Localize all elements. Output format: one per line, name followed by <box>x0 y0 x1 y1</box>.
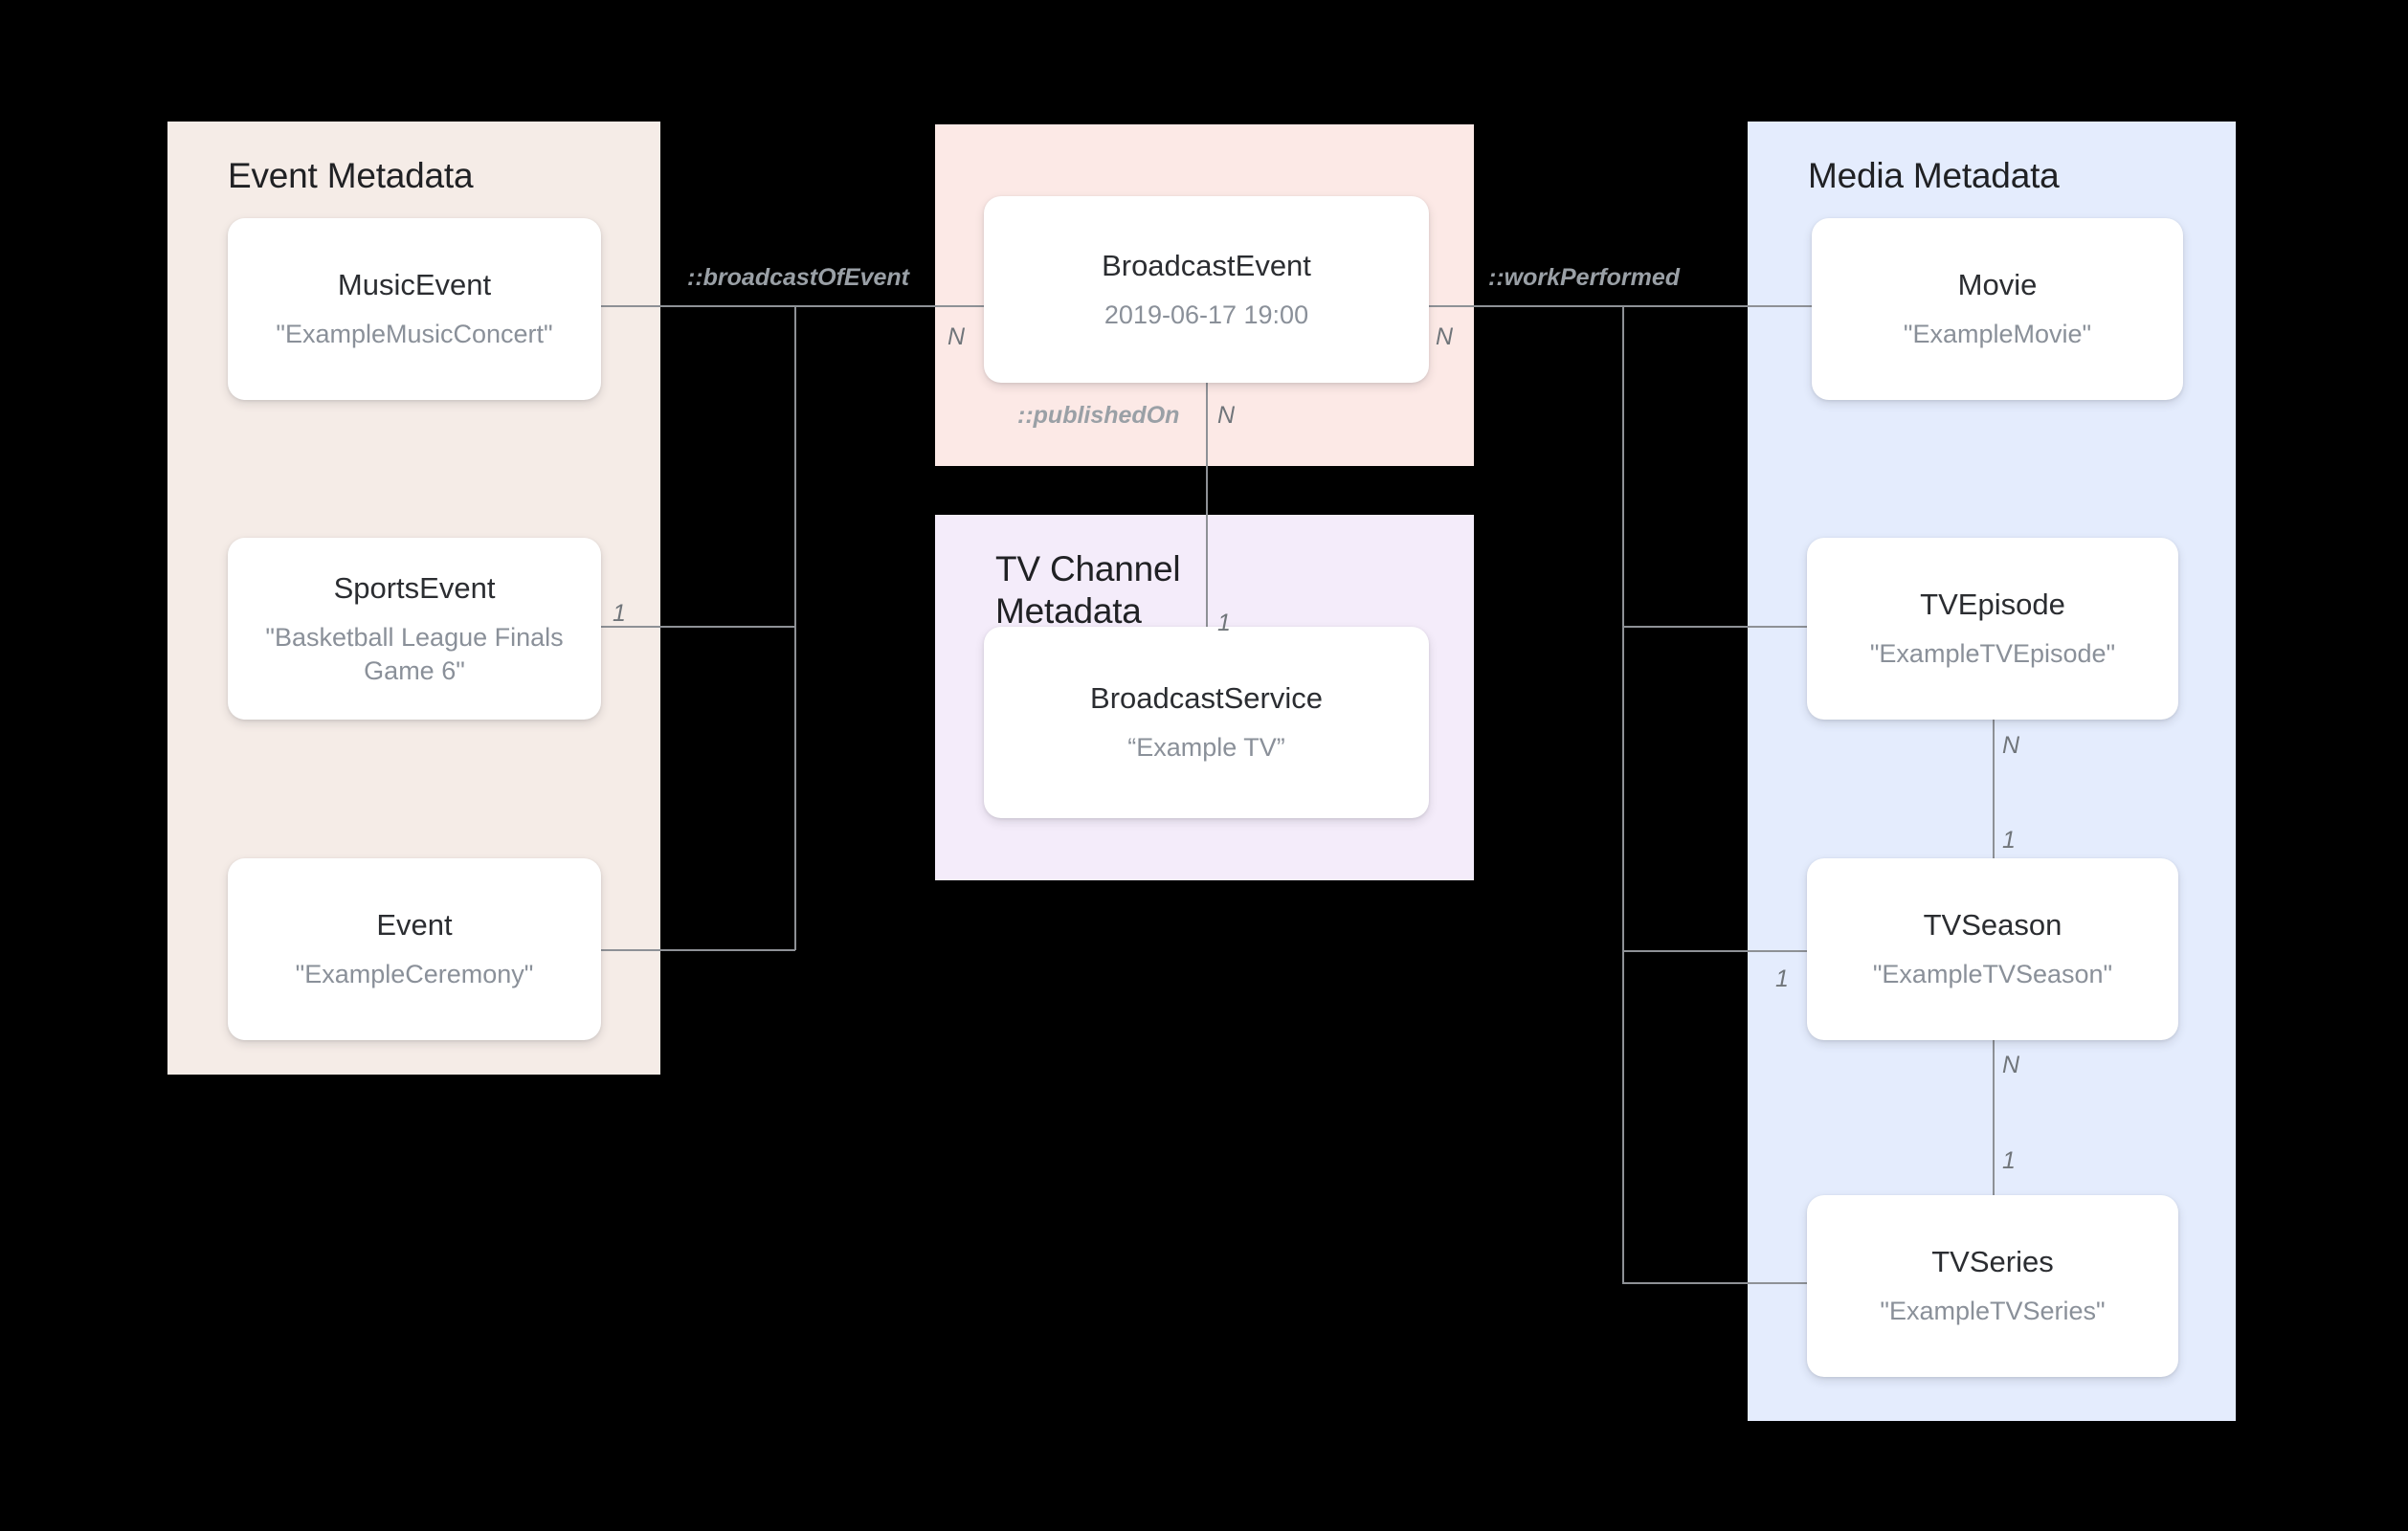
card-value-broadcast-event: 2019-06-17 19:00 <box>1104 300 1309 329</box>
cardinality-label-card-published-on: N <box>1217 402 1236 429</box>
relationship-label-work-performed: ::workPerformed <box>1488 264 1681 291</box>
card-value-music-event: "ExampleMusicConcert" <box>276 320 553 349</box>
card-value-tv-episode: "ExampleTVEpisode" <box>1869 639 2116 669</box>
card-tv-series[interactable]: TVSeries "ExampleTVSeries" <box>1807 1195 2178 1377</box>
connector-right-bus-vertical <box>1622 305 1624 1283</box>
card-movie[interactable]: Movie "ExampleMovie" <box>1812 218 2183 400</box>
card-tv-season[interactable]: TVSeason "ExampleTVSeason" <box>1807 858 2178 1040</box>
relationship-label-broadcast-of-event: ::broadcastOfEvent <box>687 264 909 291</box>
card-title-broadcast-service: BroadcastService <box>1090 681 1323 716</box>
card-value-sports-event: "Basketball League Finals Game 6" <box>265 623 564 685</box>
card-broadcast-event[interactable]: BroadcastEvent 2019-06-17 19:00 <box>984 196 1429 383</box>
connector-published-on-vertical <box>1206 383 1208 628</box>
cardinality-label-card-sports-event: 1 <box>613 600 626 627</box>
card-title-tv-season: TVSeason <box>1923 908 2062 943</box>
connector-event-to-bus <box>601 949 795 951</box>
card-title-tv-series: TVSeries <box>1931 1245 2054 1279</box>
relationship-label-published-on: ::publishedOn <box>1017 402 1180 429</box>
card-value-event: "ExampleCeremony" <box>295 960 534 989</box>
panel-title-event-metadata: Event Metadata <box>228 156 474 195</box>
connector-right-bus-to-season <box>1622 950 1810 952</box>
connector-episode-to-season <box>1993 720 1995 859</box>
card-tv-episode[interactable]: TVEpisode "ExampleTVEpisode" <box>1807 538 2178 720</box>
card-value-broadcast-service: “Example TV” <box>1127 733 1285 763</box>
card-title-broadcast-event: BroadcastEvent <box>1102 248 1311 282</box>
card-music-event[interactable]: MusicEvent "ExampleMusicConcert" <box>228 218 601 400</box>
cardinality-label-card-season-series-1: 1 <box>2002 1147 2016 1174</box>
connector-broadcast-to-right-bus <box>1429 305 1624 307</box>
card-sports-event[interactable]: SportsEvent "Basketball League Finals Gam… <box>228 538 601 720</box>
cardinality-label-card-episode-season-n: N <box>2002 732 2020 759</box>
cardinality-label-card-season-left: 1 <box>1775 965 1789 992</box>
connector-right-bus-to-movie <box>1622 305 1814 307</box>
connector-music-event-to-bus <box>601 305 795 307</box>
cardinality-label-card-episode-season-1: 1 <box>2002 827 2016 854</box>
card-value-tv-series: "ExampleTVSeries" <box>1880 1297 2106 1326</box>
card-title-tv-episode: TVEpisode <box>1920 588 2065 622</box>
cardinality-label-card-broadcast-right: N <box>1436 323 1454 350</box>
connector-sports-event-to-bus <box>601 626 795 628</box>
card-broadcast-service[interactable]: BroadcastService “Example TV” <box>984 627 1429 818</box>
panel-title-media-metadata: Media Metadata <box>1808 156 2060 195</box>
card-title-movie: Movie <box>1957 268 2038 302</box>
card-value-movie: "ExampleMovie" <box>1903 320 2092 349</box>
cardinality-label-card-broadcast-service: 1 <box>1217 610 1231 636</box>
card-title-sports-event: SportsEvent <box>333 570 496 605</box>
connector-left-bus-to-broadcast <box>794 305 986 307</box>
card-value-tv-season: "ExampleTVSeason" <box>1872 960 2113 989</box>
connector-right-bus-to-episode <box>1622 626 1810 628</box>
connector-season-to-series <box>1993 1040 1995 1196</box>
connector-left-bus-vertical <box>794 305 796 950</box>
cardinality-label-card-season-series-n: N <box>2002 1052 2020 1078</box>
connector-right-bus-to-series <box>1622 1282 1810 1284</box>
cardinality-label-card-broadcast-left: N <box>948 323 966 350</box>
card-title-music-event: MusicEvent <box>337 268 492 302</box>
panel-title-tv-channel-metadata: TV Channel Metadata <box>995 549 1181 631</box>
card-event[interactable]: Event "ExampleCeremony" <box>228 858 601 1040</box>
card-title-event: Event <box>376 908 453 943</box>
